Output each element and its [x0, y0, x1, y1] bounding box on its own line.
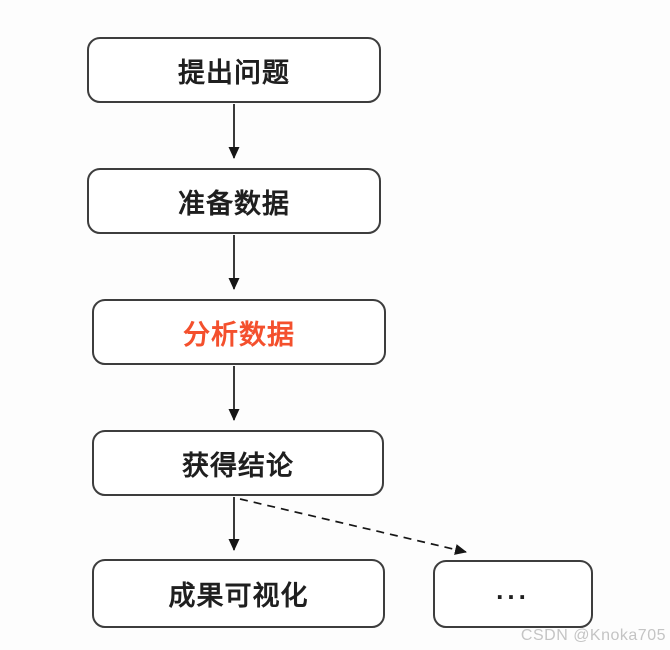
node-obtain-conclusion-label: 获得结论 — [182, 450, 294, 481]
node-analyze-data-label: 分析数据 — [183, 319, 295, 350]
node-more-options-label: ... — [496, 574, 530, 605]
dashed-arrow-conclusion-to-more — [239, 498, 467, 555]
node-more-options: ... — [433, 560, 593, 628]
node-visualize-results: 成果可视化 — [92, 559, 385, 628]
node-raise-question-label: 提出问题 — [178, 57, 290, 88]
node-visualize-results-label: 成果可视化 — [168, 581, 309, 611]
node-analyze-data: 分析数据 — [92, 299, 386, 365]
node-raise-question: 提出问题 — [87, 37, 381, 103]
watermark-text: CSDN @Knoka705 — [520, 627, 666, 644]
node-obtain-conclusion: 获得结论 — [92, 430, 384, 496]
node-prepare-data: 准备数据 — [87, 168, 381, 234]
node-prepare-data-label: 准备数据 — [178, 188, 290, 219]
